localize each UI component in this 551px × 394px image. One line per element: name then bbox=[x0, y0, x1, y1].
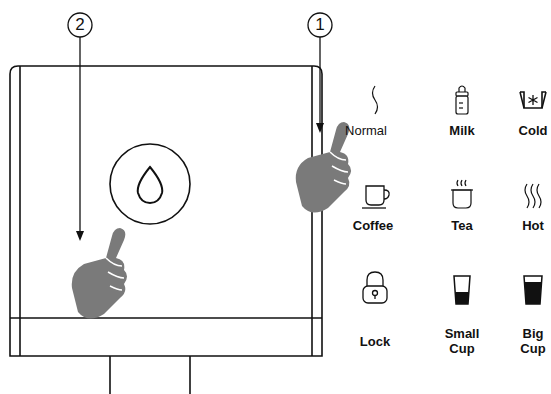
dispense-button bbox=[110, 144, 190, 224]
hot-icon bbox=[525, 184, 541, 208]
mode-label: Milk bbox=[437, 123, 487, 138]
device-body bbox=[10, 66, 322, 394]
callout-1 bbox=[308, 13, 332, 128]
callout-number: 1 bbox=[308, 16, 332, 34]
small-cup-icon bbox=[454, 276, 470, 304]
pointing-hand bbox=[296, 122, 351, 213]
pointing-hand bbox=[72, 228, 127, 319]
mode-label: Small Cup bbox=[442, 326, 482, 356]
callout-number: 2 bbox=[68, 16, 92, 34]
big-cup-icon bbox=[524, 276, 542, 304]
lock-icon bbox=[363, 272, 387, 303]
normal-icon bbox=[373, 86, 378, 114]
cold-icon bbox=[520, 92, 546, 108]
coffee-icon bbox=[362, 186, 389, 208]
callout-2 bbox=[68, 13, 92, 236]
mode-label: Big Cup bbox=[517, 326, 549, 356]
milk-icon bbox=[456, 86, 468, 114]
tea-icon bbox=[451, 180, 473, 208]
mode-label: Cold bbox=[513, 123, 551, 138]
mode-label: Normal bbox=[338, 123, 394, 138]
mode-label: Lock bbox=[350, 334, 400, 349]
mode-label: Tea bbox=[437, 218, 487, 233]
mode-label: Coffee bbox=[345, 218, 401, 233]
mode-label: Hot bbox=[513, 218, 551, 233]
